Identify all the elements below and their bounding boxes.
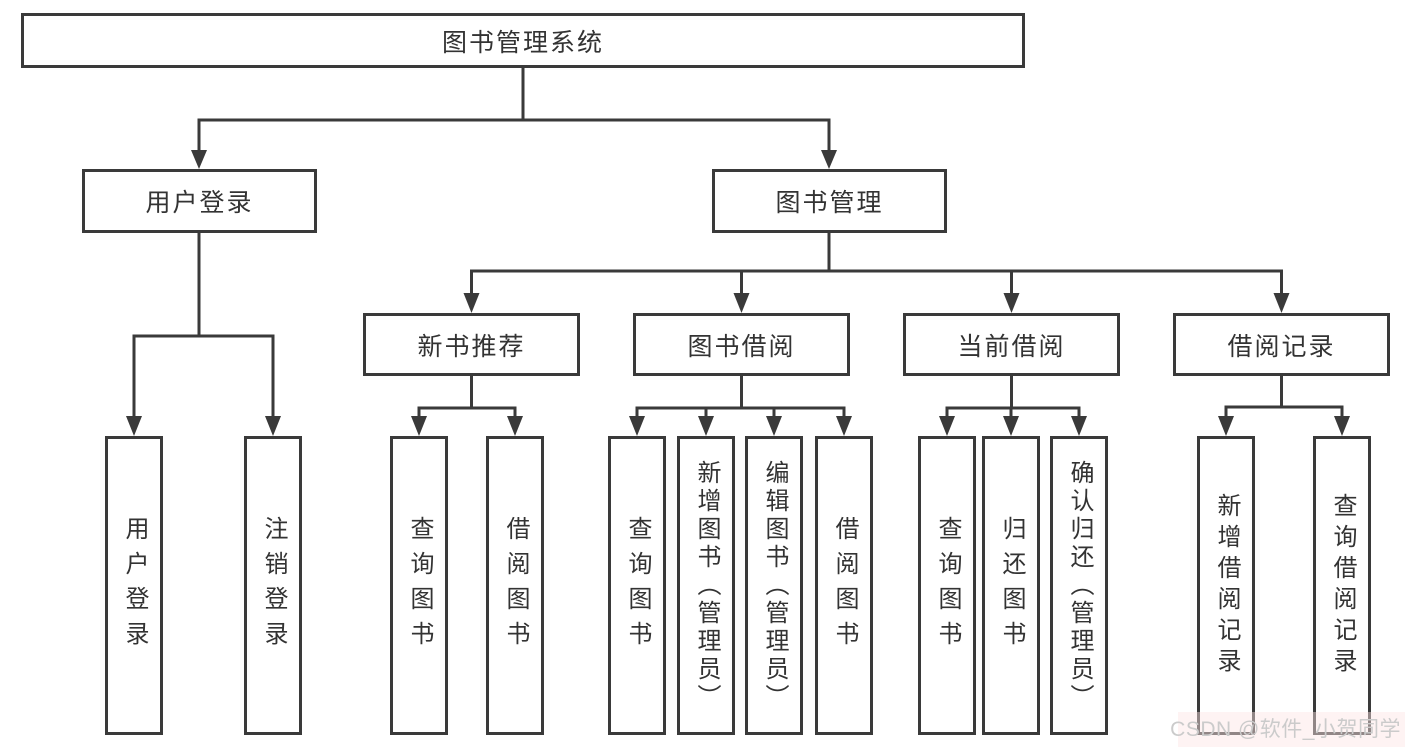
node-book-management-label: 图书管理 xyxy=(775,189,884,217)
connector-bookmgmt-to-level3 xyxy=(470,233,1283,295)
node-current-borrowing-label: 当前借阅 xyxy=(957,332,1066,361)
leaf-records-add-record: 新增借阅记录 xyxy=(1197,436,1255,735)
node-book-borrowing: 图书借阅 xyxy=(633,313,850,376)
leaf-user-login-label: 用户登录 xyxy=(121,515,148,656)
leaf-borrowing-query-books-label: 查询图书 xyxy=(624,515,651,656)
node-current-borrowing: 当前借阅 xyxy=(903,313,1120,376)
connector-records-to-leaves xyxy=(1224,376,1344,418)
leaf-current-confirm-return-admin-label: 确认归还（管理员） xyxy=(1066,459,1093,712)
node-new-book-recommend-label: 新书推荐 xyxy=(417,332,526,361)
watermark-tint xyxy=(1178,712,1405,747)
leaf-logout: 注销登录 xyxy=(244,436,302,735)
leaf-user-login: 用户登录 xyxy=(105,436,163,735)
node-borrowing-records: 借阅记录 xyxy=(1173,313,1390,376)
node-root: 图书管理系统 xyxy=(21,13,1025,68)
leaf-current-return-books-label: 归还图书 xyxy=(998,515,1025,656)
node-user-login: 用户登录 xyxy=(82,169,317,233)
leaf-current-confirm-return-admin: 确认归还（管理员） xyxy=(1050,436,1108,735)
leaf-borrowing-borrow-books-label: 借阅图书 xyxy=(831,515,858,656)
connector-newbook-to-leaves xyxy=(417,376,517,418)
leaf-records-query-record: 查询借阅记录 xyxy=(1313,436,1371,735)
node-root-label: 图书管理系统 xyxy=(441,28,604,57)
leaf-newbook-query-books: 查询图书 xyxy=(390,436,448,735)
leaf-borrowing-borrow-books: 借阅图书 xyxy=(815,436,873,735)
leaf-borrowing-query-books: 查询图书 xyxy=(608,436,666,735)
node-book-borrowing-label: 图书借阅 xyxy=(687,332,796,361)
leaf-newbook-borrow-books-label: 借阅图书 xyxy=(502,515,529,656)
node-new-book-recommend: 新书推荐 xyxy=(363,313,580,376)
node-book-management: 图书管理 xyxy=(712,169,947,233)
leaf-logout-label: 注销登录 xyxy=(260,515,287,656)
leaf-records-query-record-label: 查询借阅记录 xyxy=(1329,492,1356,679)
leaf-current-return-books: 归还图书 xyxy=(982,436,1040,735)
node-user-login-label: 用户登录 xyxy=(145,189,254,217)
connector-root-to-level2 xyxy=(197,68,831,152)
leaf-newbook-borrow-books: 借阅图书 xyxy=(486,436,544,735)
watermark-text: CSDN @软件_小贺同学 xyxy=(1170,718,1401,741)
leaf-newbook-query-books-label: 查询图书 xyxy=(406,515,433,656)
connector-userlogin-to-leaves xyxy=(132,233,275,418)
leaf-current-query-books-label: 查询图书 xyxy=(934,515,961,656)
leaf-borrowing-add-books-admin-label: 新增图书（管理员） xyxy=(693,459,720,712)
leaf-borrowing-edit-books-admin: 编辑图书（管理员） xyxy=(745,436,803,735)
node-borrowing-records-label: 借阅记录 xyxy=(1227,332,1336,361)
leaf-borrowing-edit-books-admin-label: 编辑图书（管理员） xyxy=(761,459,788,712)
leaf-current-query-books: 查询图书 xyxy=(918,436,976,735)
leaf-records-add-record-label: 新增借阅记录 xyxy=(1213,492,1240,679)
leaf-borrowing-add-books-admin: 新增图书（管理员） xyxy=(677,436,735,735)
connector-bookborrow-to-leaves xyxy=(635,376,846,418)
connector-currentborrow-to-leaves xyxy=(945,376,1081,418)
